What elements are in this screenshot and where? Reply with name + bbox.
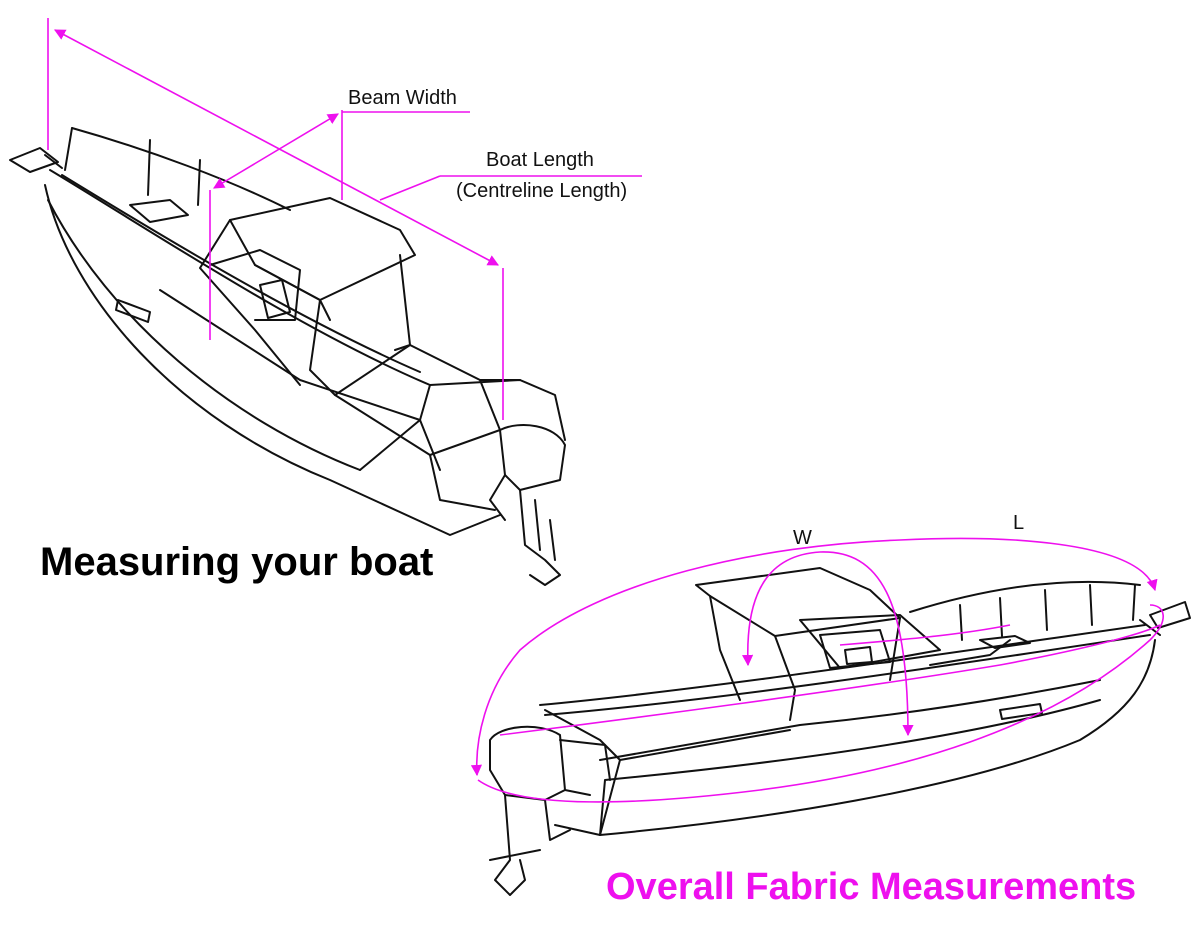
fabric-length-label: L — [1013, 512, 1024, 534]
measuring-title: Measuring your boat — [40, 540, 434, 584]
boat-length-label: Boat Length — [486, 149, 594, 171]
fabric-measurements-title: Overall Fabric Measurements — [606, 866, 1137, 908]
boat-top-measurement-lines — [47, 18, 642, 420]
centreline-length-label: (Centreline Length) — [456, 180, 627, 202]
beam-width-label: Beam Width — [348, 87, 457, 109]
boat-side-view-drawing — [489, 567, 1191, 896]
boat-side-measurement-lines — [470, 537, 1164, 803]
fabric-width-label: W — [793, 527, 812, 549]
